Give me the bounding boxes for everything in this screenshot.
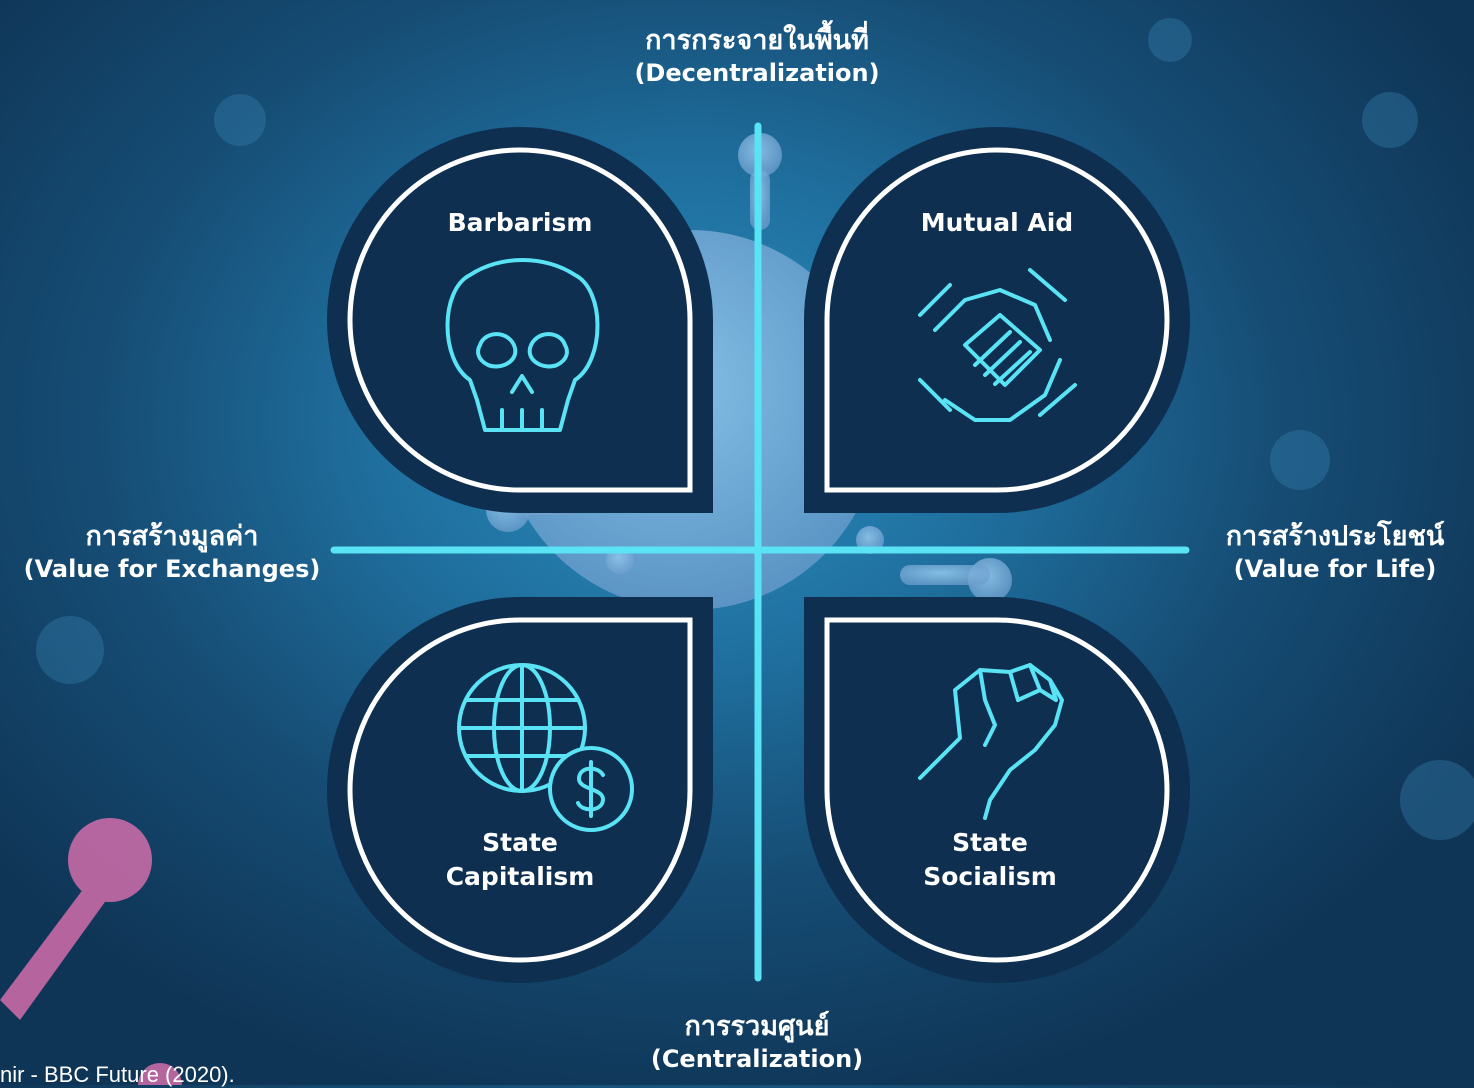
raised-fist-icon — [918, 663, 1064, 820]
source-citation: nir - BBC Future (2020). — [0, 1062, 235, 1087]
axis-right-thai: การสร้างประโยชน์ — [1225, 521, 1445, 552]
quadrant-title-barbarism: Barbarism — [447, 208, 593, 237]
quadrant-title-mutual-aid: Mutual Aid — [920, 208, 1074, 237]
skull-icon — [445, 258, 600, 432]
axis-right-eng: (Value for Life) — [1233, 554, 1437, 583]
quadrant-title-line2: Socialism — [923, 861, 1057, 891]
quadrant-title-state-socialism: State Socialism — [890, 826, 1090, 894]
axis-bottom-eng: (Centralization) — [650, 1044, 864, 1073]
axis-left-eng: (Value for Exchanges) — [23, 554, 321, 583]
axis-label-top: การกระจายในพื้นที่ (Decentralization) — [557, 24, 957, 88]
quadrant-title-line1: State — [482, 828, 558, 857]
globe-dollar-icon — [457, 663, 634, 832]
axis-top-thai: การกระจายในพื้นที่ — [645, 25, 869, 56]
quadrant-title-line1: State — [952, 828, 1028, 857]
joined-hands-icon — [918, 268, 1077, 422]
axis-label-left: การสร้างมูลค่า (Value for Exchanges) — [4, 520, 340, 584]
axis-top-eng: (Decentralization) — [634, 58, 880, 87]
axis-left-thai: การสร้างมูลค่า — [85, 521, 259, 552]
quadrant-top-left — [327, 127, 713, 513]
axis-bottom-thai: การรวมศูนย์ — [684, 1011, 830, 1042]
quadrant-title-line2: Capitalism — [445, 861, 595, 891]
axis-label-bottom: การรวมศูนย์ (Centralization) — [557, 1010, 957, 1074]
quadrant-title-state-capitalism: State Capitalism — [420, 826, 620, 894]
axis-label-right: การสร้างประโยชน์ (Value for Life) — [1196, 520, 1474, 584]
